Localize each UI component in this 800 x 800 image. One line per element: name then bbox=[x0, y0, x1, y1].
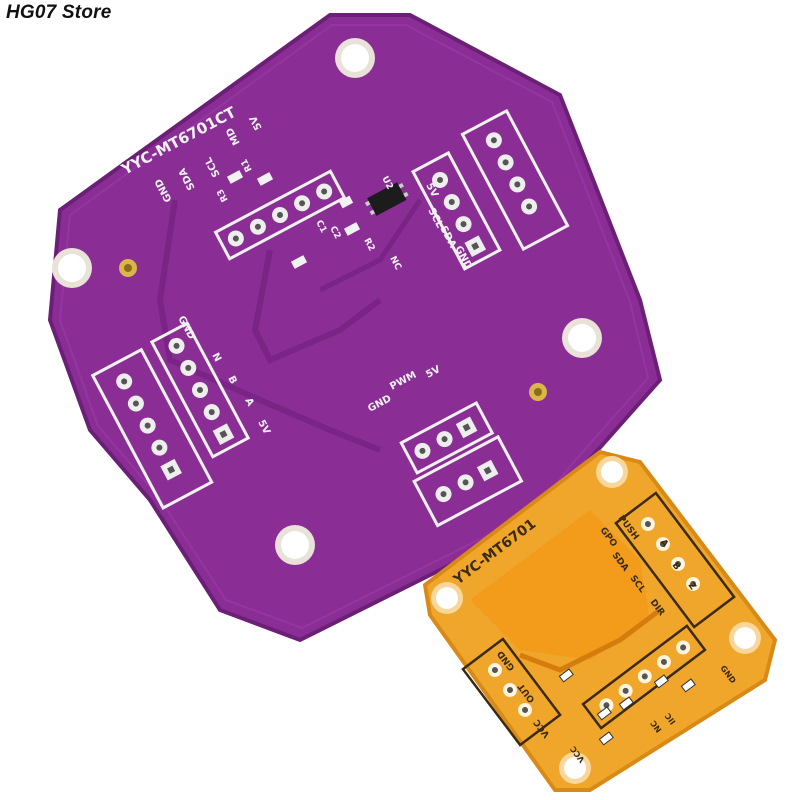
orange-bottom-header bbox=[581, 624, 707, 730]
purple-top-header bbox=[213, 169, 347, 261]
store-watermark: HG07 Store bbox=[6, 2, 112, 23]
purple-right-connector bbox=[460, 108, 570, 252]
purple-board: YYC-MT6701CT GND SDA SCL MD 5V R1 R3 U2 … bbox=[47, 13, 663, 643]
mounting-hole bbox=[52, 248, 92, 288]
orange-right-connector bbox=[614, 491, 736, 629]
mounting-hole bbox=[559, 752, 591, 784]
purple-bottom-header bbox=[399, 400, 495, 475]
purple-trace bbox=[156, 199, 382, 453]
mounting-hole bbox=[729, 622, 761, 654]
mounting-hole bbox=[335, 38, 375, 78]
mounting-hole bbox=[275, 525, 315, 565]
purple-right-header bbox=[410, 150, 502, 271]
purple-chip-u2 bbox=[364, 182, 409, 216]
purple-left-connector bbox=[90, 347, 214, 510]
gold-pad bbox=[534, 388, 542, 396]
orange-smd-parts bbox=[558, 668, 696, 746]
mounting-hole bbox=[596, 456, 628, 488]
orange-label-a: A bbox=[658, 538, 670, 550]
purple-bottom-connector bbox=[412, 434, 524, 528]
purple-smd-parts bbox=[226, 170, 361, 269]
purple-left-b: B bbox=[225, 374, 238, 386]
orange-left-connector bbox=[461, 637, 562, 747]
purple-trace bbox=[318, 198, 423, 293]
orange-label-b: B bbox=[670, 561, 682, 573]
orange-trace bbox=[519, 608, 662, 673]
orange-label-z: Z bbox=[686, 581, 698, 593]
purple-trace bbox=[251, 249, 382, 364]
orange-copper-pour bbox=[470, 510, 650, 660]
mounting-hole bbox=[431, 582, 463, 614]
gold-pad bbox=[124, 264, 132, 272]
purple-left-header bbox=[149, 321, 251, 459]
mounting-hole bbox=[562, 318, 602, 358]
orange-board: YYC-MT6701 PUSH A B Z GPO SDA SCL DIR VC… bbox=[422, 449, 778, 792]
